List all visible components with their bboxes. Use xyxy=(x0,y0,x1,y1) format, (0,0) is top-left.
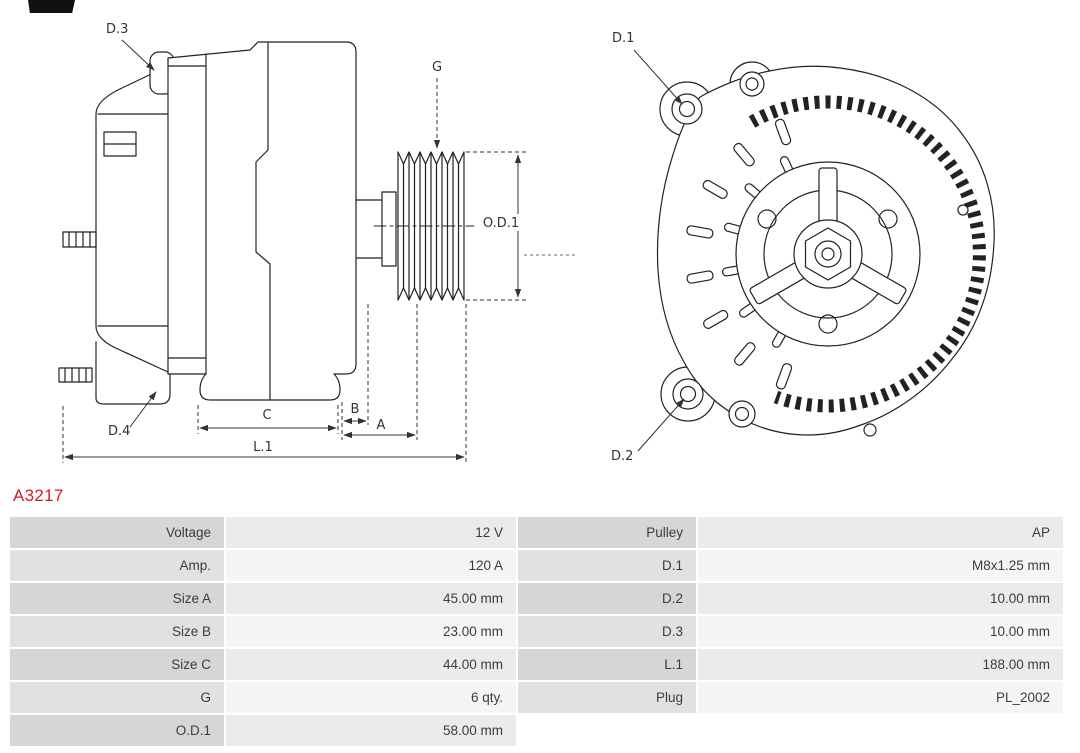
spec-label-cell: Size B xyxy=(10,616,224,647)
brand-logo-icon xyxy=(28,0,75,13)
spec-label-cell: Plug xyxy=(518,682,696,713)
spec-row: Size B 23.00 mm D.3 10.00 mm xyxy=(10,616,1063,647)
d4-leader-line xyxy=(129,391,157,428)
spec-table: Voltage 12 V Pulley AP Amp. 120 A D.1 M8… xyxy=(10,517,1063,746)
spec-value-cell: PL_2002 xyxy=(698,682,1063,713)
spec-label-cell: Pulley xyxy=(518,517,696,548)
spec-value-cell: 44.00 mm xyxy=(226,649,516,680)
spec-label-cell: Size C xyxy=(10,649,224,680)
a-dimension: A xyxy=(343,304,418,440)
spec-row: O.D.1 58.00 mm xyxy=(10,715,1063,746)
spec-row: Voltage 12 V Pulley AP xyxy=(10,517,1063,548)
spec-value-cell: 58.00 mm xyxy=(226,715,516,746)
spec-value-cell: 12 V xyxy=(226,517,516,548)
alternator-front-view xyxy=(656,61,995,437)
dim-label-a: A xyxy=(377,418,386,433)
spec-label-cell: G xyxy=(10,682,224,713)
pulley-face xyxy=(735,161,921,347)
spec-label-cell: D.1 xyxy=(518,550,696,581)
spec-label-cell: D.2 xyxy=(518,583,696,614)
spec-value-cell: 45.00 mm xyxy=(226,583,516,614)
d3-leader-line xyxy=(121,39,155,71)
d1-leader-line xyxy=(633,49,683,105)
main-housing xyxy=(167,41,357,401)
spec-value-cell: 10.00 mm xyxy=(698,583,1063,614)
l1-dimension: L.1 xyxy=(62,304,467,463)
spec-row: Amp. 120 A D.1 M8x1.25 mm xyxy=(10,550,1063,581)
technical-drawing: D.3 G O.D.1 D.4 C xyxy=(58,22,995,464)
mounting-lug xyxy=(58,341,171,405)
d2-leader-line xyxy=(637,398,685,452)
dim-label-l1: L.1 xyxy=(253,440,273,455)
spec-value-cell: M8x1.25 mm xyxy=(698,550,1063,581)
dim-label-b: B xyxy=(351,402,360,417)
spec-label-cell: L.1 xyxy=(518,649,696,680)
od1-dimension: O.D.1 xyxy=(466,151,578,301)
dim-label-d2: D.2 xyxy=(611,449,633,464)
rear-cover xyxy=(95,65,169,373)
b-dimension: B xyxy=(341,304,369,440)
front-view-dimensions: D.1 D.2 xyxy=(611,31,685,464)
dim-label-od1: O.D.1 xyxy=(483,216,519,231)
part-number: A3217 xyxy=(13,486,64,505)
spec-label-cell: D.3 xyxy=(518,616,696,647)
terminal-stud xyxy=(62,231,97,248)
pulley xyxy=(373,151,475,301)
spec-label-cell: O.D.1 xyxy=(10,715,224,746)
spec-value-cell: AP xyxy=(698,517,1063,548)
vent-slots-outer xyxy=(686,118,793,390)
spec-row: Size C 44.00 mm L.1 188.00 mm xyxy=(10,649,1063,680)
shaft-nut xyxy=(804,227,852,281)
spec-label-cell: Voltage xyxy=(10,517,224,548)
spec-label-cell: Size A xyxy=(10,583,224,614)
spec-value-cell: 120 A xyxy=(226,550,516,581)
shaft-spacer xyxy=(355,191,397,267)
spec-row: G 6 qty. Plug PL_2002 xyxy=(10,682,1063,713)
dim-label-d4: D.4 xyxy=(108,424,130,439)
dim-label-d3: D.3 xyxy=(106,22,128,37)
spec-value-cell: 6 qty. xyxy=(226,682,516,713)
spec-label-cell: Amp. xyxy=(10,550,224,581)
dim-label-g: G xyxy=(432,60,442,75)
c-dimension: C xyxy=(197,405,339,434)
spec-value-cell: 23.00 mm xyxy=(226,616,516,647)
spec-value-cell: 10.00 mm xyxy=(698,616,1063,647)
spec-value-cell: 188.00 mm xyxy=(698,649,1063,680)
spec-value-cell xyxy=(698,715,1063,746)
side-view-dimensions: D.3 G O.D.1 D.4 C xyxy=(62,22,578,463)
dim-label-d1: D.1 xyxy=(612,31,634,46)
spec-label-cell xyxy=(518,715,696,746)
alternator-side-view xyxy=(58,41,475,405)
spec-row: Size A 45.00 mm D.2 10.00 mm xyxy=(10,583,1063,614)
dim-label-c: C xyxy=(262,408,271,423)
